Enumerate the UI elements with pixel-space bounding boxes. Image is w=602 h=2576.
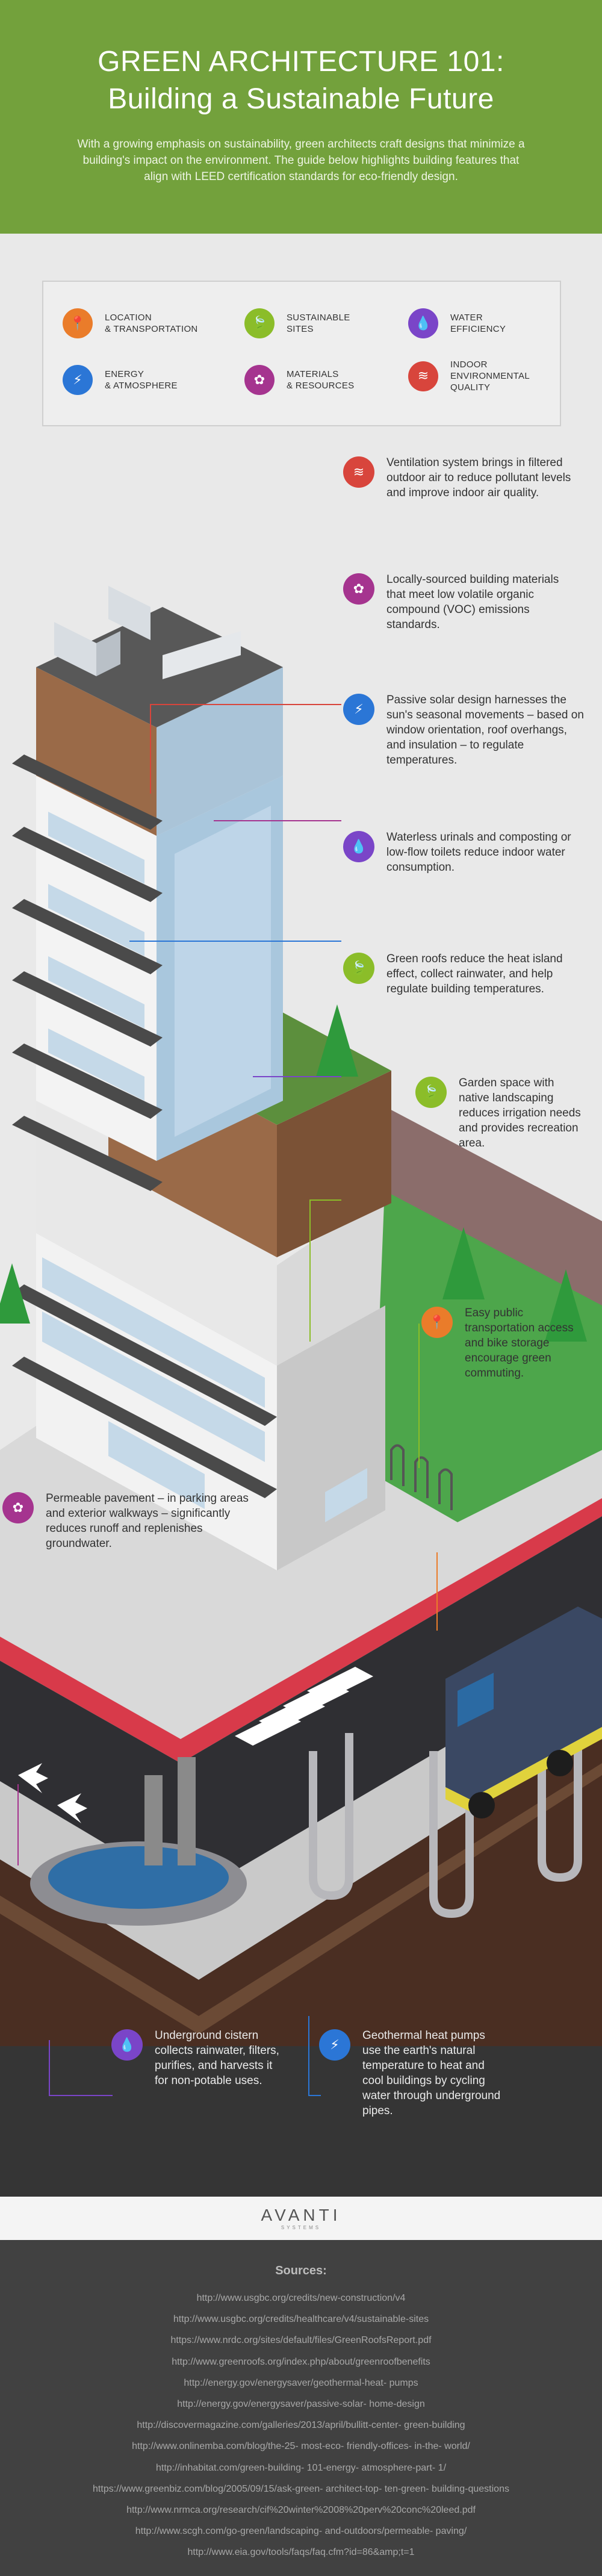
leaf-icon: 🍃 [343,953,374,984]
callout-cistern: 💧 Underground cistern collects rainwater… [111,2028,280,2088]
sources-title: Sources: [275,2264,327,2277]
recycle-icon: ✿ [244,365,275,395]
building-illustration [0,586,602,2197]
air-flow-icon: ≋ [343,456,374,488]
callout-text: Geothermal heat pumps use the earth's na… [362,2029,501,2117]
callout-transport: 📍 Easy public transportation access and … [421,1305,584,1381]
legend-box: 📍 LOCATION & TRANSPORTATION 🍃 SUSTAINABL… [42,281,561,426]
source-link[interactable]: http://www.eia.gov/tools/faqs/faq.cfm?id… [187,2547,415,2558]
callout-garden: 🍃 Garden space with native landscaping r… [415,1075,584,1151]
callout-ventilation: ≋ Ventilation system brings in filtered … [343,455,578,500]
lightning-icon: ⚡ [343,694,374,725]
source-link[interactable]: http://discovermagazine.com/galleries/20… [137,2420,465,2431]
source-link[interactable]: https://www.nrdc.org/sites/default/files… [170,2335,432,2346]
source-link[interactable]: https://www.greenbiz.com/blog/2005/09/15… [93,2483,509,2494]
callout-text: Waterless urinals and composting or low-… [386,831,571,874]
source-link[interactable]: http://www.onlinemba.com/blog/the-25- mo… [132,2441,470,2452]
title-line-2: Building a Sustainable Future [108,83,494,115]
legend-label: MATERIALS & RESOURCES [287,369,355,391]
callout-geothermal: ⚡ Geothermal heat pumps use the earth's … [319,2028,506,2118]
source-link[interactable]: http://www.usgbc.org/credits/healthcare/… [173,2314,429,2325]
callout-text: Green roofs reduce the heat island effec… [386,953,563,995]
map-pin-icon: 📍 [63,308,93,338]
source-link[interactable]: http://www.usgbc.org/credits/new-constru… [196,2293,406,2303]
company-logo: AVANTI [261,2205,341,2224]
source-link[interactable]: http://energy.gov/energysaver/geothermal… [184,2377,418,2388]
callout-pavement: ✿ Permeable pavement – in parking areas … [2,1491,267,1551]
map-pin-icon: 📍 [421,1307,453,1338]
callout-passive-solar: ⚡ Passive solar design harnesses the sun… [343,692,584,768]
page-title: GREEN ARCHITECTURE 101: Building a Susta… [0,43,602,118]
legend-label: WATER EFFICIENCY [450,313,506,334]
source-link[interactable]: http://energy.gov/energysaver/passive-so… [177,2399,425,2410]
title-line-1: GREEN ARCHITECTURE 101: [98,46,504,78]
lightning-icon: ⚡ [319,2029,350,2061]
callout-green-roofs: 🍃 Green roofs reduce the heat island eff… [343,951,566,997]
legend-label: INDOOR ENVIRONMENTAL QUALITY [450,359,530,393]
legend-item-indoor: ≋ INDOOR ENVIRONMENTAL QUALITY [408,359,530,393]
callout-urinals: 💧 Waterless urinals and composting or lo… [343,830,572,875]
header-banner: GREEN ARCHITECTURE 101: Building a Susta… [0,0,602,234]
callout-text: Garden space with native landscaping red… [459,1077,581,1150]
lightning-icon: ⚡ [63,365,93,395]
recycle-icon: ✿ [2,1492,34,1523]
callout-text: Locally-sourced building materials that … [386,573,559,631]
legend-item-energy: ⚡ ENERGY & ATMOSPHERE [63,365,178,395]
callout-text: Ventilation system brings in filtered ou… [386,456,571,499]
leaf-icon: 🍃 [244,308,275,338]
callout-text: Permeable pavement – in parking areas an… [46,1492,249,1550]
illustration-area: 📍 LOCATION & TRANSPORTATION 🍃 SUSTAINABL… [0,234,602,2197]
callout-text: Passive solar design harnesses the sun's… [386,694,584,767]
source-link[interactable]: http://inhabitat.com/green-building- 101… [155,2462,447,2473]
legend-label: LOCATION & TRANSPORTATION [105,313,198,334]
company-logo-sub: SYSTEMS [281,2224,321,2230]
callout-materials: ✿ Locally-sourced building materials tha… [343,572,578,632]
source-link[interactable]: http://www.nrmca.org/research/cif%20wint… [126,2505,476,2516]
air-flow-icon: ≋ [408,361,438,391]
intro-text: With a growing emphasis on sustainabilit… [77,138,525,183]
legend-label: SUSTAINABLE SITES [287,313,350,334]
legend-item-materials: ✿ MATERIALS & RESOURCES [244,365,355,395]
legend-item-sites: 🍃 SUSTAINABLE SITES [244,308,350,338]
logo-band: AVANTI SYSTEMS [0,2197,602,2240]
source-link[interactable]: http://www.scgh.com/go-green/landscaping… [135,2526,467,2537]
legend-item-location: 📍 LOCATION & TRANSPORTATION [63,308,198,338]
water-drop-icon: 💧 [111,2029,143,2061]
water-drop-icon: 💧 [343,831,374,862]
water-drop-icon: 💧 [408,308,438,338]
legend-label: ENERGY & ATMOSPHERE [105,369,178,391]
leaf-icon: 🍃 [415,1077,447,1108]
source-link[interactable]: http://www.greenroofs.org/index.php/abou… [172,2356,430,2367]
sources-list: http://www.usgbc.org/credits/new-constru… [0,2288,602,2563]
recycle-icon: ✿ [343,573,374,605]
callout-text: Easy public transportation access and bi… [465,1307,574,1380]
callout-text: Underground cistern collects rainwater, … [155,2029,279,2087]
legend-item-water: 💧 WATER EFFICIENCY [408,308,506,338]
sources-section: Sources: http://www.usgbc.org/credits/ne… [0,2240,602,2576]
